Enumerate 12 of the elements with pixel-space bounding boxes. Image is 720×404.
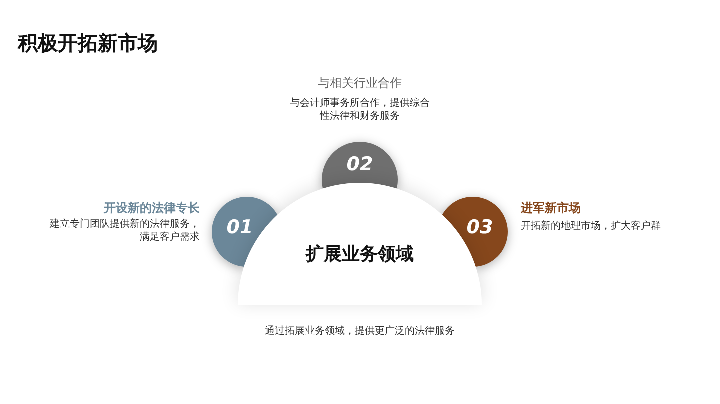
step-number: 02: [346, 156, 374, 174]
center-title: 扩展业务领域: [306, 246, 414, 264]
step-description: 建立专门团队提供新的法律服务，满足客户需求: [49, 218, 200, 244]
step-heading: 开设新的法律专长: [103, 201, 200, 216]
step-heading: 与相关行业合作: [317, 76, 403, 91]
step-description: 与会计师事务所合作，提供综合性法律和财务服务: [289, 97, 431, 123]
step-number: 03: [466, 218, 494, 238]
summary-note: 通过拓展业务领域，提供更广泛的法律服务: [264, 325, 456, 339]
step-description: 开拓新的地理市场，扩大客户群: [521, 220, 662, 233]
step-number: 01: [226, 218, 254, 238]
page-title: 积极开拓新市场: [18, 31, 158, 56]
step-heading: 进军新市场: [521, 201, 582, 216]
